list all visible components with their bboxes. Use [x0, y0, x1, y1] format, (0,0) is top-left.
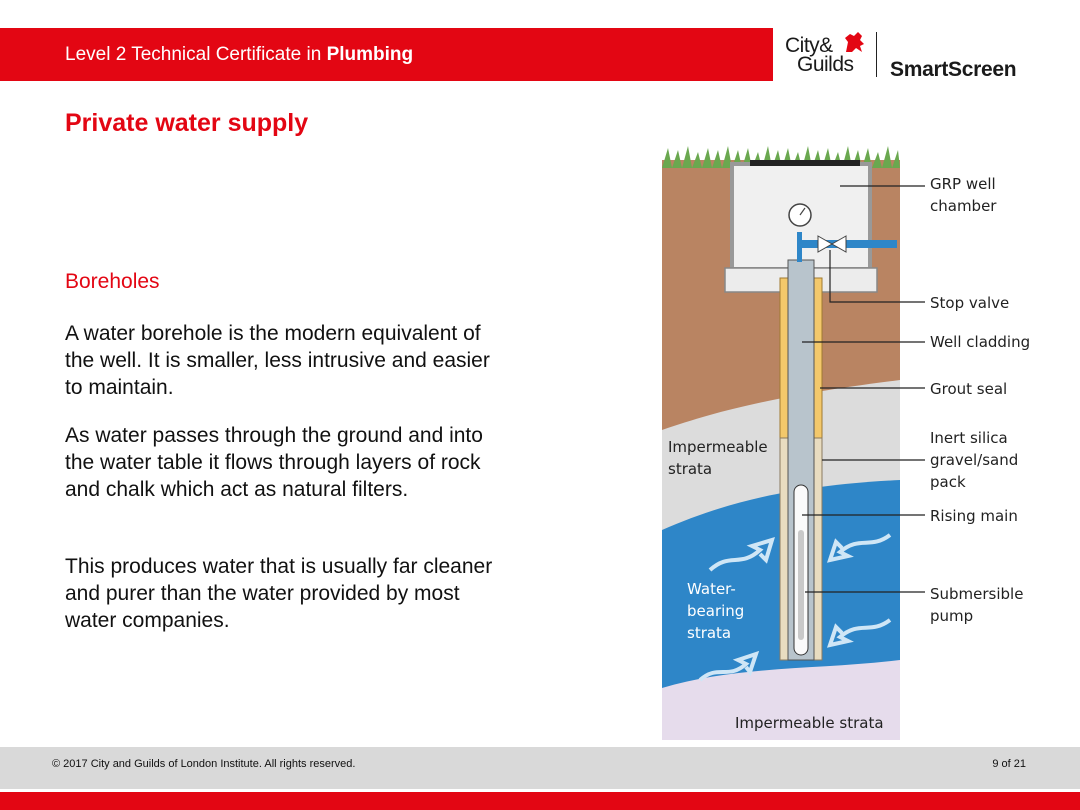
flow-arrow-icon — [826, 533, 892, 563]
label-grout-seal: Grout seal — [930, 380, 1007, 398]
label-pump: Submersible — [930, 585, 1023, 603]
label-well-cladding: Well cladding — [930, 333, 1030, 351]
bottom-bar — [0, 792, 1080, 810]
label-pump-2: pump — [930, 607, 973, 625]
city-guilds-logo: City& Guilds SmartScreen — [780, 28, 1040, 81]
stop-valve-icon — [817, 235, 847, 253]
label-silica-2: gravel/sand — [930, 451, 1018, 469]
page-number: 9 of 21 — [992, 758, 1026, 770]
section-heading: Boreholes — [65, 270, 160, 293]
header-bar — [0, 28, 773, 81]
label-impermeable-bottom: Impermeable strata — [735, 714, 884, 732]
smartscreen-wordmark: SmartScreen — [890, 58, 1017, 81]
paragraph-3: This produces water that is usually far … — [65, 555, 493, 632]
logo-city: City& — [785, 34, 833, 57]
course-title-prefix: Level 2 Technical Certificate in — [65, 44, 322, 65]
label-impermeable: Impermeable — [668, 438, 768, 456]
impermeable-bottom-layer — [662, 660, 900, 740]
label-impermeable-2: strata — [668, 460, 712, 478]
copyright-text: © 2017 City and Guilds of London Institu… — [52, 758, 356, 770]
paragraph-1: A water borehole is the modern equivalen… — [65, 322, 490, 399]
label-silica-3: pack — [930, 473, 966, 491]
borehole-diagram: GRP well chamber Stop valve Well claddin… — [662, 146, 1030, 740]
outlet-pipe — [797, 240, 897, 248]
label-grp-chamber-2: chamber — [930, 197, 997, 215]
flow-arrow-icon — [698, 650, 760, 682]
footer: © 2017 City and Guilds of London Institu… — [0, 747, 1080, 789]
page-title: Private water supply — [65, 109, 309, 137]
logo-guilds: Guilds — [797, 53, 854, 76]
logo-divider — [876, 32, 877, 77]
course-title: Level 2 Technical Certificate in Plumbin… — [65, 44, 413, 66]
label-silica: Inert silica — [930, 429, 1008, 447]
logo-wordmark: City& Guilds — [785, 34, 854, 76]
label-stop-valve: Stop valve — [930, 294, 1009, 312]
label-grp-chamber: GRP well — [930, 175, 996, 193]
label-rising-main: Rising main — [930, 507, 1018, 525]
paragraph-2: As water passes through the ground and i… — [65, 424, 483, 501]
course-title-subject: Plumbing — [326, 44, 414, 65]
chamber-lid — [750, 160, 860, 166]
flow-arrow-icon — [708, 537, 775, 572]
lion-emblem-icon — [845, 32, 864, 52]
label-water-bearing-3: strata — [687, 624, 731, 642]
label-water-bearing: Water- — [687, 580, 736, 598]
flow-arrow-icon — [826, 618, 892, 648]
pump-core — [798, 530, 804, 640]
leader-lines — [802, 185, 925, 593]
label-water-bearing-2: bearing — [687, 602, 744, 620]
